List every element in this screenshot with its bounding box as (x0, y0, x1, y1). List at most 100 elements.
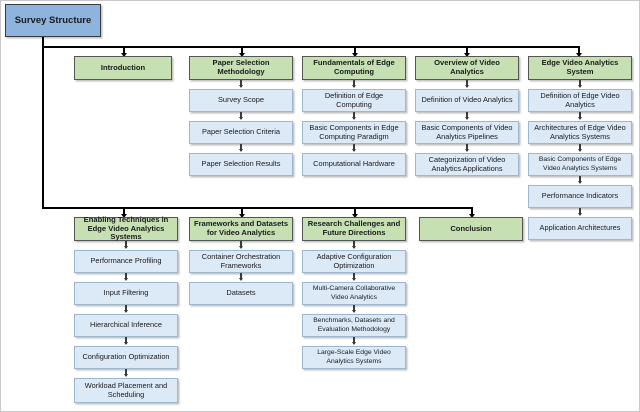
arrowhead-fec-3 (351, 149, 356, 152)
section-header-paper-selection-methodology[interactable]: Paper Selection Methodology (189, 56, 293, 80)
arrow-edge-video-analytics-system (575, 53, 582, 57)
arrowhead-evas-2 (577, 117, 582, 120)
leaf-node-label: Application Architectures (539, 223, 621, 233)
leaf-node-definition-of-edge-computing[interactable]: Definition of Edge Computing (302, 89, 406, 112)
section-header-introduction[interactable]: Introduction (74, 56, 172, 80)
leaf-node-adaptive-configuration-optimization[interactable]: Adaptive Configuration Optimization (302, 250, 406, 273)
section-header-label: Research Challenges and Future Direction… (307, 219, 401, 237)
leaf-node-label: Performance Profiling (90, 256, 162, 266)
arrowhead-psm-2 (238, 117, 243, 120)
connector-ova-3 (466, 144, 468, 151)
leaf-node-basic-components-of-edge-video-analytics-systems[interactable]: Basic Components of Edge Video Analytics… (528, 153, 632, 176)
drop-conclusion (471, 207, 473, 216)
leaf-node-label: Performance Indicators (541, 191, 619, 201)
section-header-frameworks-and-datasets[interactable]: Frameworks and Datasets for Video Analyt… (189, 217, 293, 241)
drop-edge-video-analytics-system (578, 46, 580, 55)
leaf-node-performance-profiling[interactable]: Performance Profiling (74, 250, 178, 273)
connector-evas-5 (579, 208, 581, 215)
connector-et-3 (125, 305, 127, 312)
section-header-label: Enabling Techniques in Edge Video Analyt… (83, 214, 169, 242)
leaf-node-datasets[interactable]: Datasets (189, 282, 293, 305)
leaf-node-basic-components-in-edge-computing-paradigm[interactable]: Basic Components in Edge Computing Parad… (302, 121, 406, 144)
leaf-node-definition-of-video-analytics[interactable]: Definition of Video Analytics (415, 89, 519, 112)
section-header-label: Conclusion (450, 223, 492, 233)
leaf-node-application-architectures[interactable]: Application Architectures (528, 217, 632, 240)
leaf-node-workload-placement-and-scheduling[interactable]: Workload Placement and Scheduling (74, 378, 178, 403)
leaf-node-input-filtering[interactable]: Input Filtering (74, 282, 178, 305)
arrowhead-rc-3 (351, 310, 356, 313)
leaf-node-multi-camera-collaborative-video-analytics[interactable]: Multi-Camera Collaborative Video Analyti… (302, 282, 406, 305)
section-header-enabling-techniques[interactable]: Enabling Techniques in Edge Video Analyt… (74, 214, 178, 242)
drop-introduction (123, 46, 125, 55)
connector-et-2 (125, 273, 127, 280)
leaf-node-label: Basic Components in Edge Computing Parad… (309, 122, 399, 141)
drop-frameworks-and-datasets (241, 207, 243, 216)
leaf-node-container-orchestration-frameworks[interactable]: Container Orchestration Frameworks (189, 250, 293, 273)
leaf-node-computational-hardware[interactable]: Computational Hardware (302, 153, 406, 176)
arrow-introduction (120, 53, 127, 57)
arrowhead-et-3 (123, 310, 128, 313)
section-header-label: Edge Video Analytics System (541, 58, 619, 76)
drop-overview-of-video-analytics (466, 46, 468, 55)
arrowhead-rc-2 (351, 278, 356, 281)
leaf-node-label: Multi-Camera Collaborative Video Analyti… (312, 285, 396, 301)
leaf-node-label: Adaptive Configuration Optimization (316, 251, 392, 270)
leaf-node-label: Large-Scale Edge Video Analytics Systems (317, 349, 391, 365)
leaf-node-basic-components-of-video-analytics-pipelines[interactable]: Basic Components of Video Analytics Pipe… (415, 121, 519, 144)
section-header-overview-of-video-analytics[interactable]: Overview of Video Analytics (415, 56, 519, 80)
arrow-frameworks-and-datasets (238, 214, 245, 218)
leaf-node-survey-scope[interactable]: Survey Scope (189, 89, 293, 112)
leaf-node-large-scale-edge-video-analytics-systems[interactable]: Large-Scale Edge Video Analytics Systems (302, 346, 406, 369)
section-header-fundamentals-of-edge-computing[interactable]: Fundamentals of Edge Computing (302, 56, 406, 80)
connector-et-5 (125, 369, 127, 376)
root-node-survey-structure[interactable]: Survey Structure (5, 4, 101, 37)
leaf-node-categorization-of-video-analytics-applications[interactable]: Categorization of Video Analytics Applic… (415, 153, 519, 176)
leaf-node-performance-indicators[interactable]: Performance Indicators (528, 185, 632, 208)
leaf-node-label: Datasets (226, 288, 256, 298)
leaf-node-paper-selection-results[interactable]: Paper Selection Results (189, 153, 293, 176)
section-header-label: Frameworks and Datasets for Video Analyt… (193, 219, 289, 237)
connector-fd-1 (240, 241, 242, 248)
leaf-node-label: Basic Components of Edge Video Analytics… (538, 156, 622, 172)
leaf-node-architectures-of-edge-video-analytics-systems[interactable]: Architectures of Edge Video Analytics Sy… (528, 121, 632, 144)
drop-paper-selection-methodology (241, 46, 243, 55)
leaf-node-label: Hierarchical Inference (90, 320, 162, 330)
arrow-enabling-techniques (120, 214, 127, 218)
leaf-node-label: Container Orchestration Frameworks (201, 251, 281, 270)
arrowhead-et-2 (123, 278, 128, 281)
section-header-conclusion[interactable]: Conclusion (419, 217, 523, 241)
connector-ova-2 (466, 112, 468, 119)
leaf-node-benchmarks-datasets-and-evaluation-methodology[interactable]: Benchmarks, Datasets and Evaluation Meth… (302, 314, 406, 337)
arrowhead-evas-3 (577, 149, 582, 152)
leaf-node-label: Definition of Video Analytics (421, 95, 513, 105)
leaf-node-paper-selection-criteria[interactable]: Paper Selection Criteria (189, 121, 293, 144)
leaf-node-hierarchical-inference[interactable]: Hierarchical Inference (74, 314, 178, 337)
arrowhead-psm-1 (238, 85, 243, 88)
connector-rc-2 (353, 273, 355, 280)
connector-rc-1 (353, 241, 355, 248)
drop-research-challenges (354, 207, 356, 216)
section-header-edge-video-analytics-system[interactable]: Edge Video Analytics System (528, 56, 632, 80)
leaf-node-label: Definition of Edge Computing (324, 90, 384, 109)
leaf-node-label: Configuration Optimization (82, 352, 170, 362)
leaf-node-label: Benchmarks, Datasets and Evaluation Meth… (313, 317, 395, 333)
connector-fec-3 (353, 144, 355, 151)
connector-fd-2 (240, 273, 242, 280)
arrow-conclusion (468, 214, 475, 218)
drop-enabling-techniques (123, 207, 125, 216)
section-header-research-challenges[interactable]: Research Challenges and Future Direction… (302, 217, 406, 241)
arrowhead-fd-2 (238, 278, 243, 281)
arrowhead-ova-2 (464, 117, 469, 120)
leaf-node-configuration-optimization[interactable]: Configuration Optimization (74, 346, 178, 369)
connector-et-1 (125, 241, 127, 248)
drop-fundamentals-of-edge-computing (354, 46, 356, 55)
connector-fec-1 (353, 80, 355, 87)
connector-evas-1 (579, 80, 581, 87)
leaf-node-label: Definition of Edge Video Analytics (540, 90, 620, 109)
arrowhead-evas-1 (577, 85, 582, 88)
arrowhead-et-1 (123, 246, 128, 249)
leaf-node-label: Basic Components of Video Analytics Pipe… (421, 122, 513, 141)
leaf-node-definition-of-edge-video-analytics[interactable]: Definition of Edge Video Analytics (528, 89, 632, 112)
connector-rc-4 (353, 337, 355, 344)
arrow-fundamentals-of-edge-computing (351, 53, 358, 57)
